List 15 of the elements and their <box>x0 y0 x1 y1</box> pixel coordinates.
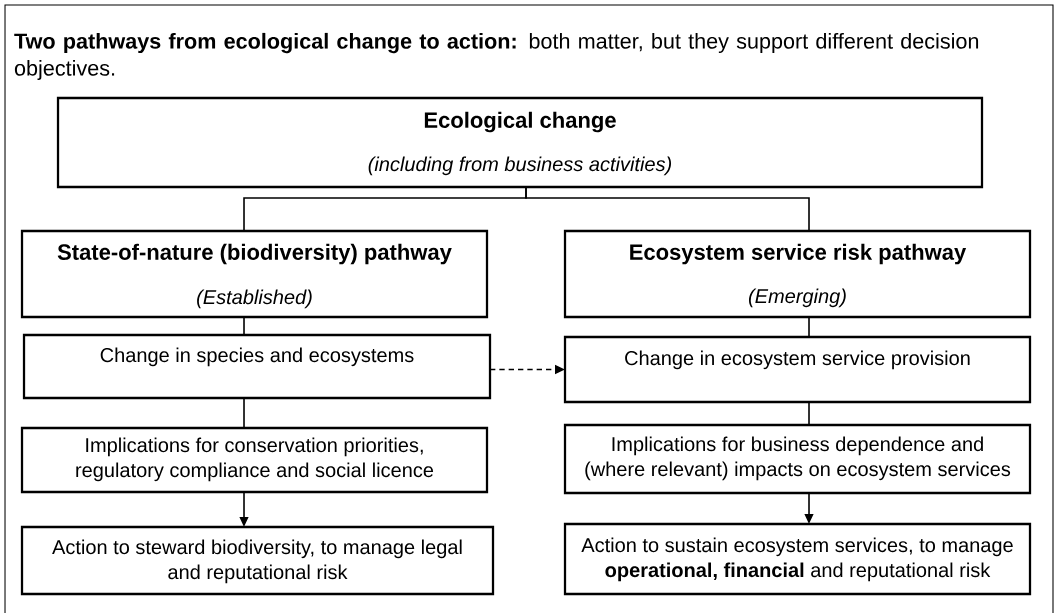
connector-line <box>808 316 810 338</box>
connector-line <box>525 186 810 232</box>
connector-line <box>808 401 810 426</box>
process-box: Ecological change (including from business activities) <box>56 96 984 189</box>
connector-line <box>243 397 245 429</box>
process-box: Implications for business dependence and (where relevant) impacts on ecosystem services <box>563 423 1032 495</box>
process-box: State-of-nature (biodiversity) pathway (Established) <box>20 229 489 319</box>
title: Two pathways from ecological change to action: both matter, but they support different decision objectives. <box>14 32 979 81</box>
process-box: Implications for conservation priorities, regulatory compliance and social licence <box>20 426 489 494</box>
process-box: Ecosystem service risk pathway (Emerging) <box>563 229 1032 319</box>
process-box: Change in ecosystem service provision <box>563 335 1032 404</box>
connector-line <box>243 316 245 336</box>
process-box: Change in species and ecosystems <box>22 333 492 400</box>
process-box: Action to sustain ecosystem services, to manage operational, financial and reputational risk <box>563 522 1032 596</box>
process-box: Action to steward biodiversity, to manage legal and reputational risk <box>20 525 495 596</box>
